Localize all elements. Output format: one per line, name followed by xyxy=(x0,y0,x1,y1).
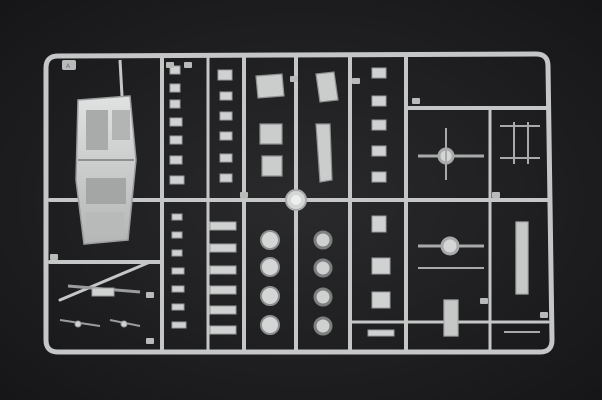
small-parts-column-e xyxy=(367,67,395,337)
sprue-hub-inner xyxy=(291,195,301,205)
axle-assemblies xyxy=(418,122,540,337)
sprue-frame xyxy=(43,51,555,355)
chassis-part xyxy=(75,59,137,245)
gate-tags xyxy=(50,62,548,344)
sprue-letter: A xyxy=(66,63,71,70)
lower-left-parts xyxy=(59,284,141,328)
small-parts-column-b xyxy=(209,69,237,335)
wheel-group xyxy=(260,230,333,336)
small-parts-column-a xyxy=(169,65,187,329)
body-parts-column-c xyxy=(255,73,285,177)
runner-diag xyxy=(58,260,152,302)
sprue-letter-tag: A xyxy=(62,60,76,70)
outer-runner xyxy=(43,51,555,355)
body-parts-column-d xyxy=(315,71,339,183)
